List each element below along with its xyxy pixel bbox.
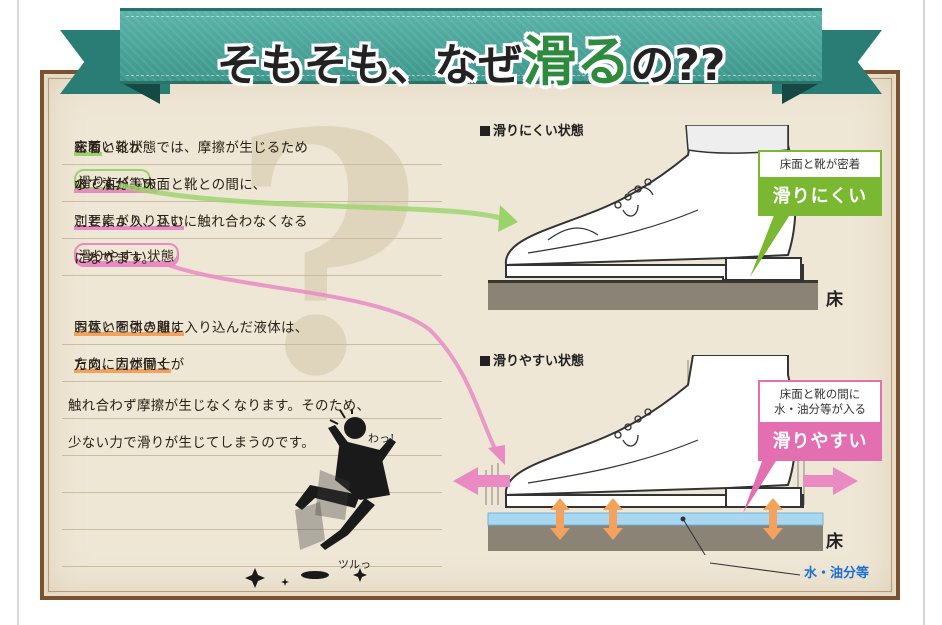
green-arrowhead: [498, 205, 518, 232]
shoe-toe-stitch: [547, 227, 599, 241]
highlight-green: 密着: [74, 136, 102, 156]
highlight-orange: 方向に力が働く: [74, 353, 171, 373]
slipping-person-figure: [245, 410, 396, 588]
shoe-diagram-slippery: [453, 355, 858, 555]
title-accent: 滑る: [522, 30, 631, 93]
text-line: 少ない力で滑りが生じてしまうのです。: [62, 419, 442, 456]
text-run: している状態では、摩擦が生じるため: [74, 140, 309, 156]
shoe-laces: [614, 178, 654, 217]
text-line: 別要素が入り込むことにより、互いに触れ合わなくなる: [62, 202, 442, 239]
text-line: [62, 530, 442, 567]
floor-surface: [488, 282, 818, 310]
callout-slippery: 床面と靴の間に水・油分等が入る 滑りやすい: [758, 380, 882, 461]
diagram-label-resistant: 滑りにくい状態: [480, 120, 584, 139]
title-banner: そもそも、なぜ滑るの??: [120, 8, 822, 93]
diagram-label-text: 滑りにくい状態: [493, 124, 584, 139]
highlight-pink: 別要素が入り込む: [74, 210, 184, 230]
sound-effect-tsuru: ツルっ: [338, 558, 371, 571]
sparkle-icons: [245, 568, 367, 588]
text-line: [62, 493, 442, 530]
callout-resistant: 床面と靴が密着 滑りにくい: [758, 150, 882, 216]
shoe-laces: [614, 408, 652, 447]
water-layer: [487, 512, 824, 526]
diagram-label-slippery: 滑りやすい状態: [480, 350, 584, 369]
person-silhouette: [295, 417, 396, 550]
square-bullet-icon: [480, 126, 490, 136]
highlight-orange: お互いを引き離す: [74, 316, 184, 336]
floor-label-bottom: 床: [826, 532, 843, 552]
floor-top-line: [488, 280, 818, 283]
arrow-right-icon: [803, 467, 858, 495]
surprise-marks-icon: [329, 410, 353, 425]
callout-pointer-pink: [743, 445, 783, 513]
text-line: 床面と靴が密着している状態では、摩擦が生じるため: [62, 128, 442, 165]
sound-effect-wa: わっ!: [368, 432, 395, 445]
highlight-pink: 滑りやすい状態: [74, 243, 179, 267]
callout-headline: 滑りにくい: [760, 177, 880, 214]
liquid-leader-dot: [680, 516, 686, 522]
shoe-vamp-stitch: [527, 209, 699, 254]
paragraph-1: 床面と靴が密着している状態では、摩擦が生じるため 滑りにくいのですが、床面と靴と…: [62, 128, 442, 276]
paragraph-2: 固体と固体の間に入り込んだ液体は、お互いを引き離す 方向に力が働くため、固体同士…: [62, 308, 442, 567]
banana-peel-icon: [301, 571, 329, 579]
callout-line-1: 床面と靴の間に: [779, 387, 861, 401]
callout-pointer-green: [750, 205, 793, 277]
text-line: [62, 456, 442, 493]
text-run: ことで、: [74, 251, 129, 267]
liquid-label: 水・油分等: [804, 566, 870, 581]
text-line: 固体と固体の間に入り込んだ液体は、お互いを引き離す: [62, 308, 442, 345]
floor-label-top: 床: [826, 290, 843, 310]
ribbon-stitch: [126, 16, 816, 76]
text-run: 触れ合わず摩擦が生じなくなります。そのため、: [68, 398, 371, 414]
page-title: そもそも、なぜ滑るの??: [120, 17, 822, 96]
text-run: 固体と固体の間に入り込んだ液体は、: [74, 320, 309, 336]
callout-description: 床面と靴が密着: [760, 152, 880, 177]
page-border: [17, 0, 925, 625]
arrow-left-icon: [453, 467, 510, 495]
text-run: のですが、床面と靴との間に、: [74, 177, 267, 193]
square-bullet-icon: [480, 356, 490, 366]
callout-line-2: 水・油分等が入る: [774, 402, 866, 416]
text-run: になります。: [74, 251, 156, 267]
shoe-heel: [725, 487, 802, 508]
person-motion-shadow: [295, 470, 350, 550]
text-line: ことで、滑りやすい状態になります。: [62, 239, 442, 276]
question-mark-decoration: ?: [230, 61, 424, 449]
text-line: 触れ合わず摩擦が生じなくなります。そのため、: [62, 382, 442, 419]
callout-description: 床面と靴の間に水・油分等が入る: [760, 382, 880, 422]
pink-arrowhead: [488, 445, 505, 465]
shoe-vamp-stitch: [527, 439, 699, 484]
shoe-heel: [725, 257, 802, 281]
text-run: 少ない力で滑りが生じてしまうのです。: [68, 435, 316, 451]
separation-arrows: [550, 498, 783, 540]
title-suffix: の??: [630, 40, 726, 91]
liquid-leader-line: [682, 518, 706, 555]
callout-headline: 滑りやすい: [760, 422, 880, 459]
green-connector-arrow: [119, 182, 507, 223]
text-run: 床面と靴が: [74, 140, 143, 156]
text-line: 方向に力が働くため、固体同士が: [62, 345, 442, 382]
pink-connector-arrow: [159, 260, 500, 456]
title-prefix: そもそも、なぜ: [216, 40, 523, 91]
text-run: ことにより、互いに触れ合わなくなる: [74, 214, 308, 230]
text-run: ため、固体同士が: [74, 357, 185, 373]
diagram-label-text: 滑りやすい状態: [493, 354, 585, 369]
